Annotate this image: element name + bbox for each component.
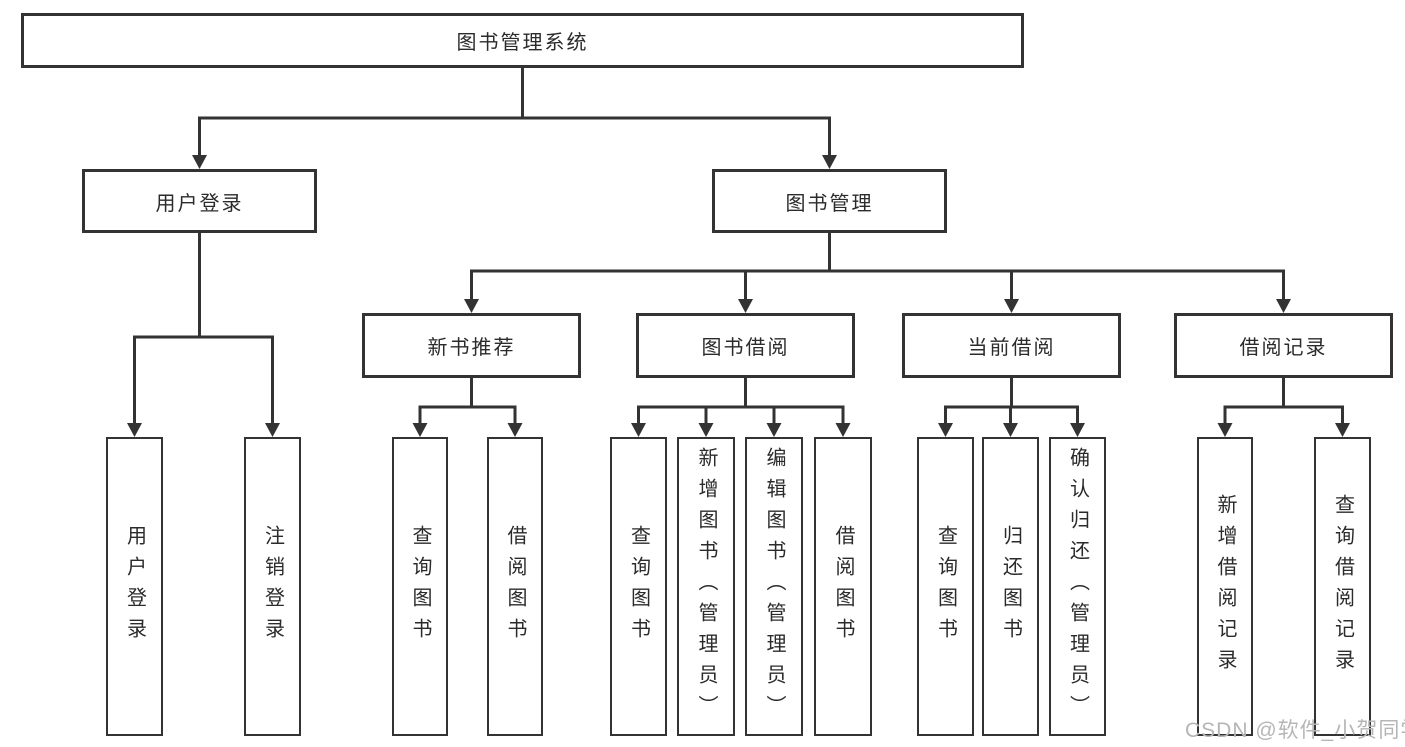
connector-current-borrow xyxy=(938,378,1085,437)
arrow-down-icon xyxy=(698,423,714,437)
arrow-down-icon xyxy=(938,423,953,437)
node-records-add-record: 新增借阅记录 xyxy=(1197,437,1253,736)
connector-book-management xyxy=(464,233,1291,313)
node-new-book-recommend: 新书推荐 xyxy=(362,313,581,378)
node-book-borrow: 图书借阅 xyxy=(636,313,855,378)
connector-borrow-records xyxy=(1217,378,1350,437)
arrow-down-icon xyxy=(766,423,782,437)
node-book-management: 图书管理 xyxy=(712,169,947,233)
node-borrow-borrow-books: 借阅图书 xyxy=(814,437,872,736)
connector-new-book xyxy=(412,378,523,437)
arrow-down-icon xyxy=(265,423,280,437)
arrow-down-icon xyxy=(507,423,523,437)
node-borrow-records: 借阅记录 xyxy=(1174,313,1393,378)
arrow-down-icon xyxy=(738,299,753,313)
arrow-down-icon xyxy=(631,423,646,437)
node-newbook-query-books: 查询图书 xyxy=(392,437,448,736)
node-records-query-record: 查询借阅记录 xyxy=(1314,437,1371,736)
node-current-confirm-return-admin: 确认归还（管理员） xyxy=(1049,437,1106,736)
arrow-down-icon xyxy=(1335,423,1350,437)
arrow-down-icon xyxy=(1217,423,1233,437)
arrow-down-icon xyxy=(835,423,851,437)
node-user-login-leaf: 用户登录 xyxy=(106,437,163,736)
node-current-query-books: 查询图书 xyxy=(917,437,974,736)
csdn-watermark: CSDN @软件_小贺同学 xyxy=(1185,719,1405,742)
node-newbook-borrow-books: 借阅图书 xyxy=(487,437,543,736)
arrow-down-icon xyxy=(822,155,837,169)
connector-root xyxy=(192,68,837,169)
node-library-management-system: 图书管理系统 xyxy=(21,13,1024,68)
arrow-down-icon xyxy=(127,423,142,437)
connector-book-borrow xyxy=(631,378,851,437)
connector-user-login xyxy=(127,233,280,437)
node-current-borrow: 当前借阅 xyxy=(902,313,1121,378)
node-user-login: 用户登录 xyxy=(82,169,317,233)
arrow-down-icon xyxy=(1004,299,1019,313)
node-logout-leaf: 注销登录 xyxy=(244,437,301,736)
arrow-down-icon xyxy=(464,299,479,313)
node-borrow-add-books-admin: 新增图书（管理员） xyxy=(677,437,735,736)
arrow-down-icon xyxy=(1003,423,1018,437)
arrow-down-icon xyxy=(1070,423,1085,437)
node-borrow-edit-books-admin: 编辑图书（管理员） xyxy=(745,437,803,736)
node-borrow-query-books: 查询图书 xyxy=(610,437,667,736)
node-current-return-books: 归还图书 xyxy=(982,437,1039,736)
arrow-down-icon xyxy=(412,423,428,437)
arrow-down-icon xyxy=(192,155,207,169)
arrow-down-icon xyxy=(1276,299,1291,313)
